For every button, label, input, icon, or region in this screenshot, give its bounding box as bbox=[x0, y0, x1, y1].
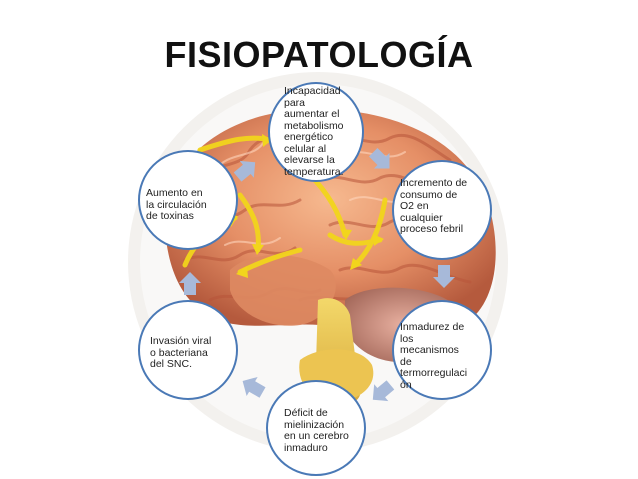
node-inmadurez: Inmadurez de los mecanismos de termorreg… bbox=[392, 300, 492, 400]
node-invasion: Invasión viral o bacteriana del SNC. bbox=[138, 300, 238, 400]
arrow-invasion-to-aumento bbox=[179, 272, 201, 295]
node-incapacidad-text: Incapacidad para aumentar el metabolismo… bbox=[284, 85, 344, 178]
arrow-aumento-to-incapacidad bbox=[233, 160, 256, 182]
node-invasion-text: Invasión viral o bacteriana del SNC. bbox=[150, 335, 212, 370]
node-deficit: Déficit de mielinización en un cerebro i… bbox=[266, 380, 366, 476]
page-title: FISIOPATOLOGÍA bbox=[164, 34, 474, 75]
node-incremento-text: Incremento de consumo de O2 en cualquier… bbox=[400, 177, 468, 235]
arrow-incapacidad-to-incremento bbox=[368, 147, 390, 169]
node-incapacidad: Incapacidad para aumentar el metabolismo… bbox=[268, 82, 364, 182]
node-aumento-text: Aumento en la circulación de toxinas bbox=[146, 187, 207, 222]
node-deficit-text: Déficit de mielinización en un cerebro i… bbox=[284, 407, 349, 454]
arrow-inmadurez-to-deficit bbox=[372, 380, 395, 402]
node-aumento: Aumento en la circulación de toxinas bbox=[138, 150, 238, 250]
node-incremento: Incremento de consumo de O2 en cualquier… bbox=[392, 160, 492, 260]
node-inmadurez-text: Inmadurez de los mecanismos de termorreg… bbox=[400, 321, 468, 391]
arrow-incremento-to-inmadurez bbox=[433, 265, 455, 288]
arrow-deficit-to-invasion bbox=[242, 376, 266, 398]
